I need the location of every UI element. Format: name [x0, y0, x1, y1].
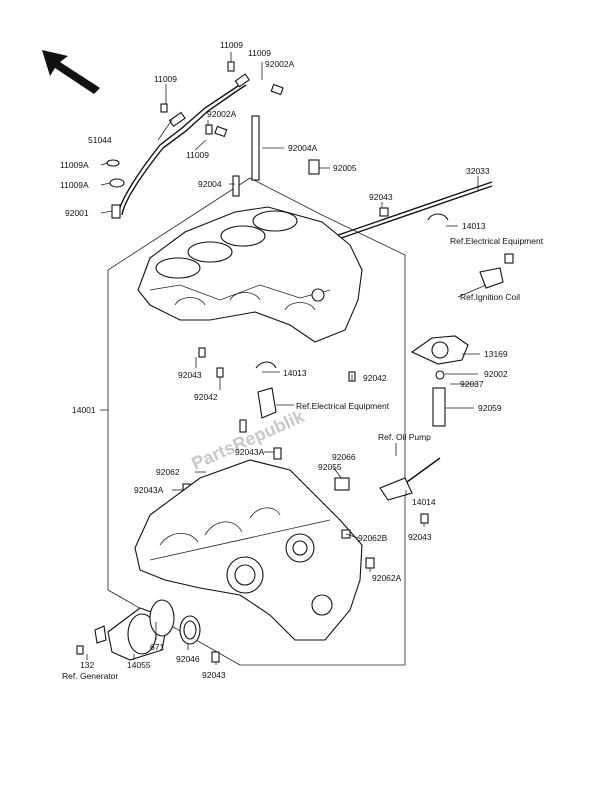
small-bolts [106, 61, 389, 219]
label-ref-oil-pump: Ref. Oil Pump [378, 432, 431, 442]
label-11009A-1: 11009A [60, 160, 89, 170]
label-51044: 51044 [88, 135, 112, 145]
label-92062: 92062 [156, 467, 180, 477]
label-92002: 92002 [484, 369, 508, 379]
oil-hose [117, 73, 250, 216]
label-92059: 92059 [478, 403, 502, 413]
label-92002A-2: 92002A [207, 109, 237, 119]
label-92055: 92055 [318, 462, 342, 472]
label-92066: 92066 [332, 452, 356, 462]
clip-14013-top [427, 213, 449, 221]
label-92005: 92005 [333, 163, 357, 173]
label-92046: 92046 [176, 654, 200, 664]
label-92004: 92004 [198, 179, 222, 189]
label-92042-right: 92042 [363, 373, 387, 383]
stud-32033 [317, 181, 493, 247]
label-92043-right: 92043 [408, 532, 432, 542]
label-11009A-2: 11009A [60, 180, 89, 190]
label-92004A: 92004A [288, 143, 318, 153]
label-92042-left: 92042 [194, 392, 218, 402]
label-92062A: 92062A [372, 573, 402, 583]
generator-parts [76, 599, 201, 661]
leader-lines [86, 52, 487, 665]
label-14001: 14001 [72, 405, 96, 415]
label-11009-2: 11009 [248, 48, 271, 58]
label-92043-bottom: 92043 [202, 670, 226, 680]
housing-13169 [410, 335, 469, 427]
label-11009-mid: 11009 [186, 150, 209, 160]
label-92043-mid: 92043 [178, 370, 202, 380]
label-14013-top: 14013 [462, 221, 486, 231]
label-14055: 14055 [127, 660, 151, 670]
label-ref-electrical-top: Ref.Electrical Equipment [450, 236, 544, 246]
ignition-bracket [479, 253, 514, 289]
label-14014: 14014 [412, 497, 436, 507]
lower-crankcase [134, 459, 375, 641]
upper-crankcase [137, 206, 363, 343]
sensor-bracket [239, 387, 277, 433]
label-92002A-1: 92002A [265, 59, 295, 69]
label-132: 132 [80, 660, 94, 670]
label-92001: 92001 [65, 208, 89, 218]
label-ref-ignition-coil: Ref.Ignition Coil [460, 292, 520, 302]
part-labels: 11009 11009 92002A 11009 92002A 11009 51… [60, 40, 544, 681]
label-32033: 32033 [466, 166, 490, 176]
label-ref-electrical-mid: Ref.Electrical Equipment [296, 401, 390, 411]
label-92043A-1: 92043A [235, 447, 265, 457]
front-arrow-icon [42, 50, 100, 94]
label-92043A-2: 92043A [134, 485, 164, 495]
label-92062B: 92062B [358, 533, 388, 543]
label-11009-left: 11009 [154, 74, 177, 84]
label-14013-mid: 14013 [283, 368, 307, 378]
clip-14013-mid [255, 361, 277, 369]
label-11009-top: 11009 [220, 40, 243, 50]
bracket-14014 [379, 457, 441, 501]
label-92043-top: 92043 [369, 192, 393, 202]
label-671: 671 [150, 642, 164, 652]
label-ref-generator: Ref. Generator [62, 671, 118, 681]
label-92037: 92037 [460, 379, 484, 389]
label-13169: 13169 [484, 349, 508, 359]
